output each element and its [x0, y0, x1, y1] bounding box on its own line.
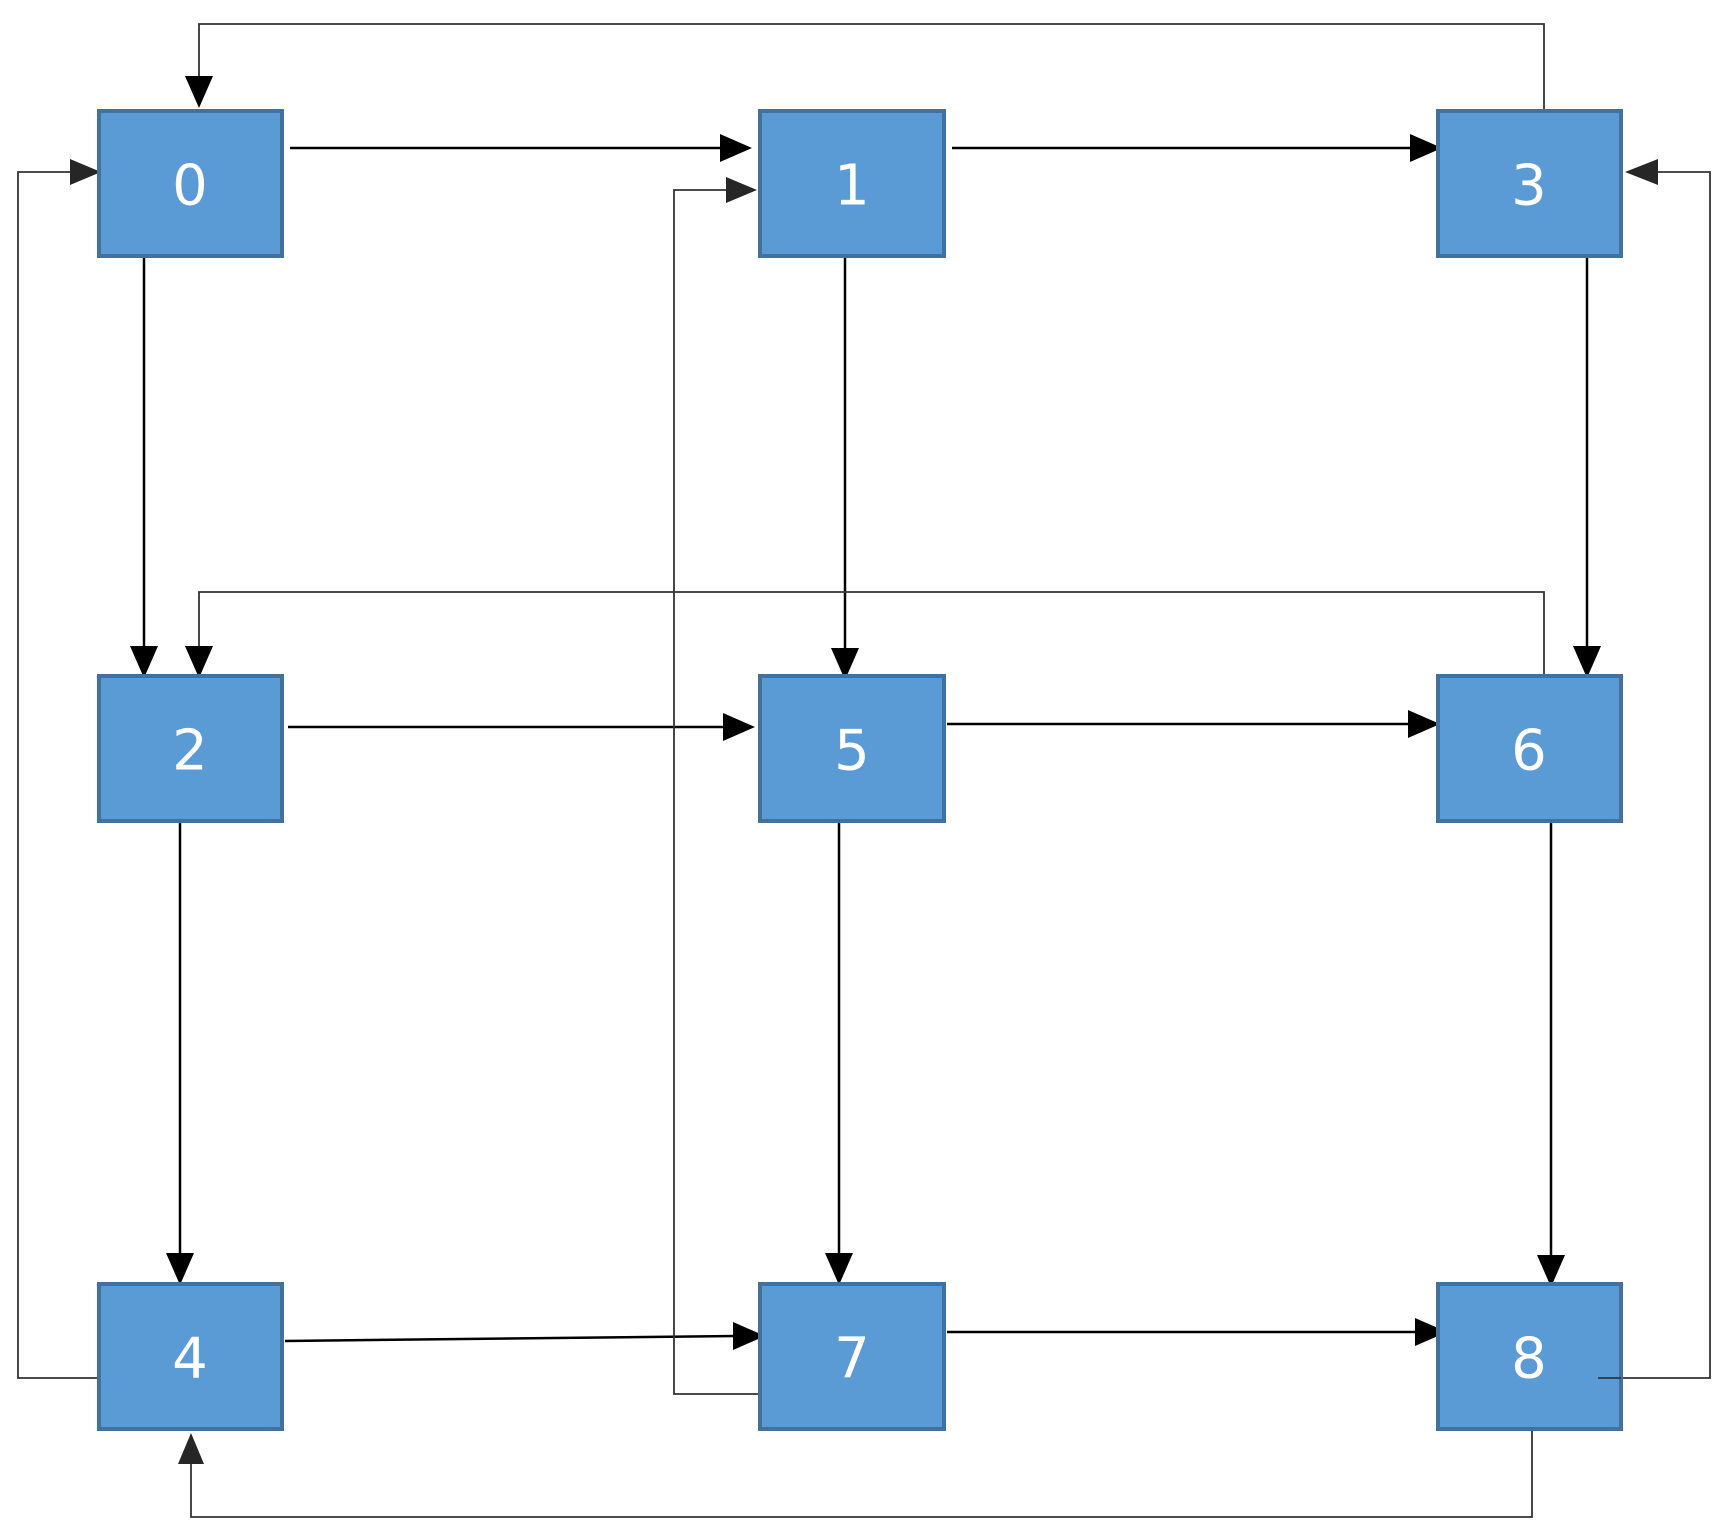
- node-4[interactable]: 4: [97, 1282, 284, 1431]
- edge-8-to-3: [1598, 159, 1711, 1379]
- edge-4-to-0: [17, 159, 101, 1379]
- node-5-label: 5: [834, 719, 870, 784]
- node-3[interactable]: 3: [1436, 109, 1623, 258]
- edge-8-to-4: [178, 1430, 1533, 1518]
- edge-0-to-2: [130, 258, 158, 678]
- node-2-label: 2: [172, 719, 208, 784]
- node-4-label: 4: [172, 1327, 208, 1392]
- edge-5-to-7: [825, 822, 853, 1285]
- edge-6-to-8: [1537, 822, 1565, 1287]
- edge-6-to-2: [185, 591, 1545, 678]
- edge-1-to-3: [952, 134, 1442, 162]
- edge-3-to-0: [185, 23, 1545, 110]
- node-0[interactable]: 0: [97, 109, 284, 258]
- node-0-label: 0: [172, 154, 208, 219]
- node-7-label: 7: [834, 1327, 870, 1392]
- edge-4-to-7: [284, 1322, 765, 1350]
- node-7[interactable]: 7: [758, 1282, 946, 1431]
- node-6-label: 6: [1511, 719, 1547, 784]
- edge-1-to-5: [831, 258, 859, 680]
- node-1[interactable]: 1: [758, 109, 946, 258]
- nodes: 0 1 3 2 5 6 4 7: [97, 109, 1623, 1431]
- edge-0-to-1: [290, 134, 752, 162]
- node-5[interactable]: 5: [758, 674, 946, 823]
- node-8[interactable]: 8: [1436, 1282, 1623, 1431]
- edge-2-to-4: [166, 822, 194, 1285]
- node-2[interactable]: 2: [97, 674, 284, 823]
- edge-7-to-1: [673, 177, 758, 1395]
- edge-5-to-6: [947, 710, 1440, 738]
- node-8-label: 8: [1511, 1327, 1547, 1392]
- node-3-label: 3: [1511, 154, 1547, 219]
- edge-2-to-5: [288, 713, 755, 741]
- edge-3-to-6: [1573, 258, 1601, 678]
- node-6[interactable]: 6: [1436, 674, 1623, 823]
- edge-7-to-8: [947, 1318, 1447, 1346]
- node-1-label: 1: [834, 154, 870, 219]
- edges: [17, 23, 1711, 1518]
